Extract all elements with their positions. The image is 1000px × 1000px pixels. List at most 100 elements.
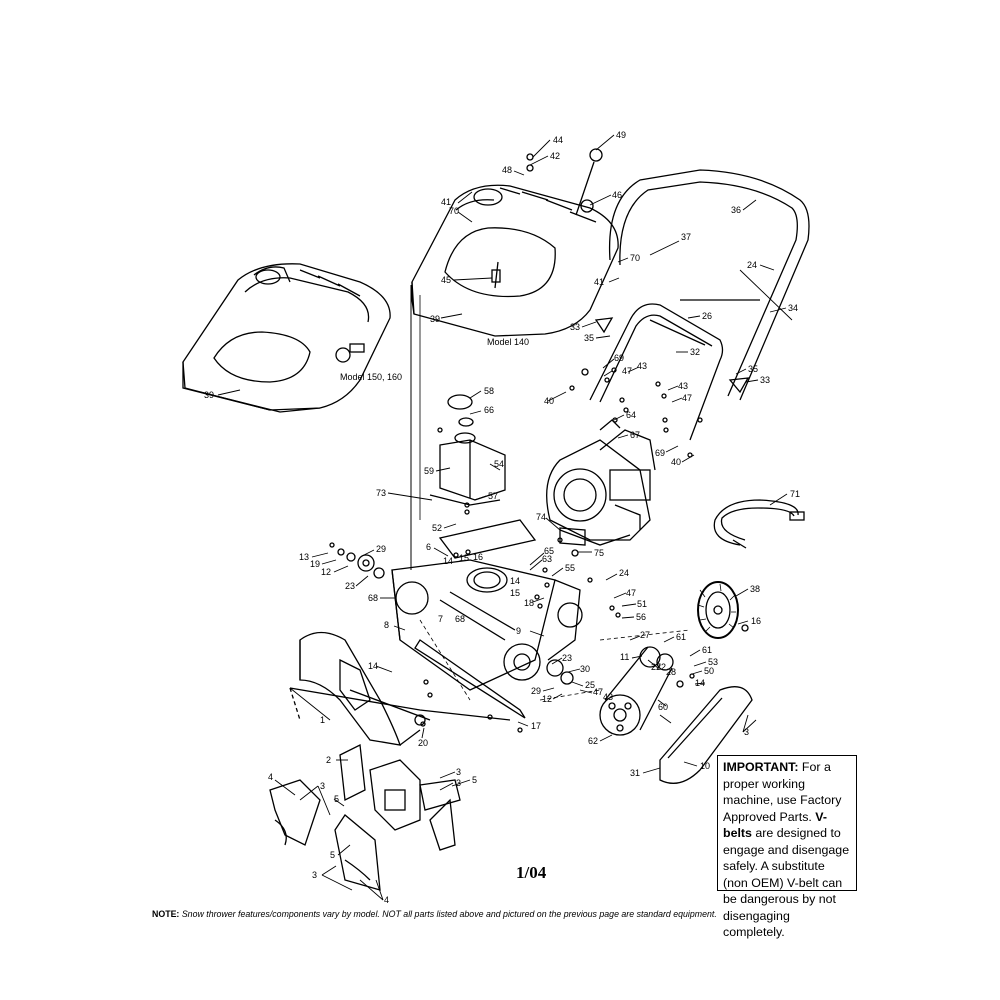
callout-66: 66 (484, 405, 494, 415)
engine (546, 419, 656, 546)
callout-69: 69 (655, 448, 665, 458)
callout-labels: 44 42 48 49 46 41 70 45 39 39 70 41 36 3… (204, 130, 800, 905)
skid-shoes (269, 744, 461, 891)
shroud-model-150-160 (182, 263, 391, 413)
callout-47: 47 (593, 687, 603, 697)
callout-42: 42 (550, 151, 560, 161)
leader-lines (217, 134, 788, 901)
callout-39: 39 (204, 390, 214, 400)
callout-35: 35 (584, 333, 594, 343)
callout-53: 53 (708, 657, 718, 667)
callout-75: 75 (594, 548, 604, 558)
important-text-2: are designed to engage and disengage saf… (723, 826, 850, 939)
callout-45: 45 (441, 275, 451, 285)
callout-63: 63 (542, 554, 552, 564)
auger-housing (391, 519, 583, 691)
callout-41: 41 (441, 197, 451, 207)
date-code: 1/04 (516, 863, 547, 882)
callout-5: 5 (472, 775, 477, 785)
callout-29: 29 (376, 544, 386, 554)
callout-3: 3 (320, 781, 325, 791)
callout-27: 27 (640, 630, 650, 640)
callout-3: 3 (312, 870, 317, 880)
callout-40: 40 (671, 457, 681, 467)
callout-38: 38 (750, 584, 760, 594)
callout-33: 33 (760, 375, 770, 385)
callout-7: 7 (438, 614, 443, 624)
callout-30: 30 (580, 664, 590, 674)
callout-6: 6 (426, 542, 431, 552)
callout-43: 43 (637, 361, 647, 371)
callout-32: 32 (690, 347, 700, 357)
footer-note: NOTE: Snow thrower features/components v… (152, 909, 717, 919)
callout-50: 50 (704, 666, 714, 676)
callout-61: 61 (702, 645, 712, 655)
handle-assembly (589, 169, 810, 441)
callout-52: 52 (432, 523, 442, 533)
callout-3: 3 (456, 767, 461, 777)
callout-33: 33 (570, 322, 580, 332)
callout-29: 29 (531, 686, 541, 696)
callout-61: 61 (676, 632, 686, 642)
note-label: NOTE: (152, 909, 180, 919)
drive-pulleys (539, 629, 753, 784)
callout-11: 11 (620, 652, 629, 662)
callout-5: 5 (330, 850, 335, 860)
callout-47: 47 (682, 393, 692, 403)
callout-74: 74 (536, 512, 546, 522)
callout-54: 54 (494, 459, 504, 469)
callout-67: 67 (630, 430, 640, 440)
callout-14: 14 (443, 556, 453, 566)
hardware-parts (329, 367, 749, 733)
callout-72: 72 (656, 662, 666, 672)
important-notice-box: IMPORTANT: For a proper working machine,… (717, 755, 857, 939)
important-vbelts: V-belts (723, 809, 828, 841)
callout-55: 55 (565, 563, 575, 573)
callout-70: 70 (449, 206, 459, 216)
callout-64: 64 (626, 410, 636, 420)
callout-59: 59 (424, 466, 434, 476)
callout-23: 23 (562, 653, 572, 663)
callout-1: 1 (320, 715, 325, 725)
callout-22: 22 (651, 662, 661, 672)
callout-68: 68 (368, 593, 378, 603)
callout-23: 23 (345, 581, 355, 591)
important-text-1: For a proper working machine, use Factor… (723, 760, 842, 824)
callout-8: 8 (384, 620, 389, 630)
callout-65: 65 (544, 546, 554, 556)
callout-40: 40 (544, 396, 554, 406)
callout-57: 57 (488, 491, 498, 501)
callout-49: 49 (616, 130, 626, 140)
callout-47: 47 (622, 366, 632, 376)
scraper-bar (289, 619, 526, 721)
callout-39: 39 (430, 314, 440, 324)
callout-68: 68 (455, 614, 465, 624)
callout-10: 10 (700, 761, 710, 771)
callout-70: 70 (630, 253, 640, 263)
callout-13: 13 (299, 552, 309, 562)
callout-2: 2 (326, 755, 331, 765)
callout-15: 15 (459, 553, 469, 563)
callout-37: 37 (681, 232, 691, 242)
callout-12: 12 (321, 567, 331, 577)
callout-58: 58 (484, 386, 494, 396)
callout-36: 36 (731, 205, 741, 215)
callout-46: 46 (612, 190, 622, 200)
callout-17: 17 (531, 721, 541, 731)
shroud-model-140 (411, 148, 619, 337)
callout-34: 34 (788, 303, 798, 313)
callout-35: 35 (748, 364, 758, 374)
callout-51: 51 (637, 599, 647, 609)
callout-24: 24 (619, 568, 629, 578)
callout-19: 19 (310, 559, 320, 569)
callout-20: 20 (418, 738, 428, 748)
starter-cord (713, 499, 805, 549)
fuel-tank (429, 394, 506, 506)
callout-3: 3 (456, 778, 461, 788)
callout-24: 24 (747, 260, 757, 270)
callout-26: 26 (702, 311, 712, 321)
callout-48: 48 (502, 165, 512, 175)
callout-56: 56 (636, 612, 646, 622)
callout-41: 41 (594, 277, 604, 287)
